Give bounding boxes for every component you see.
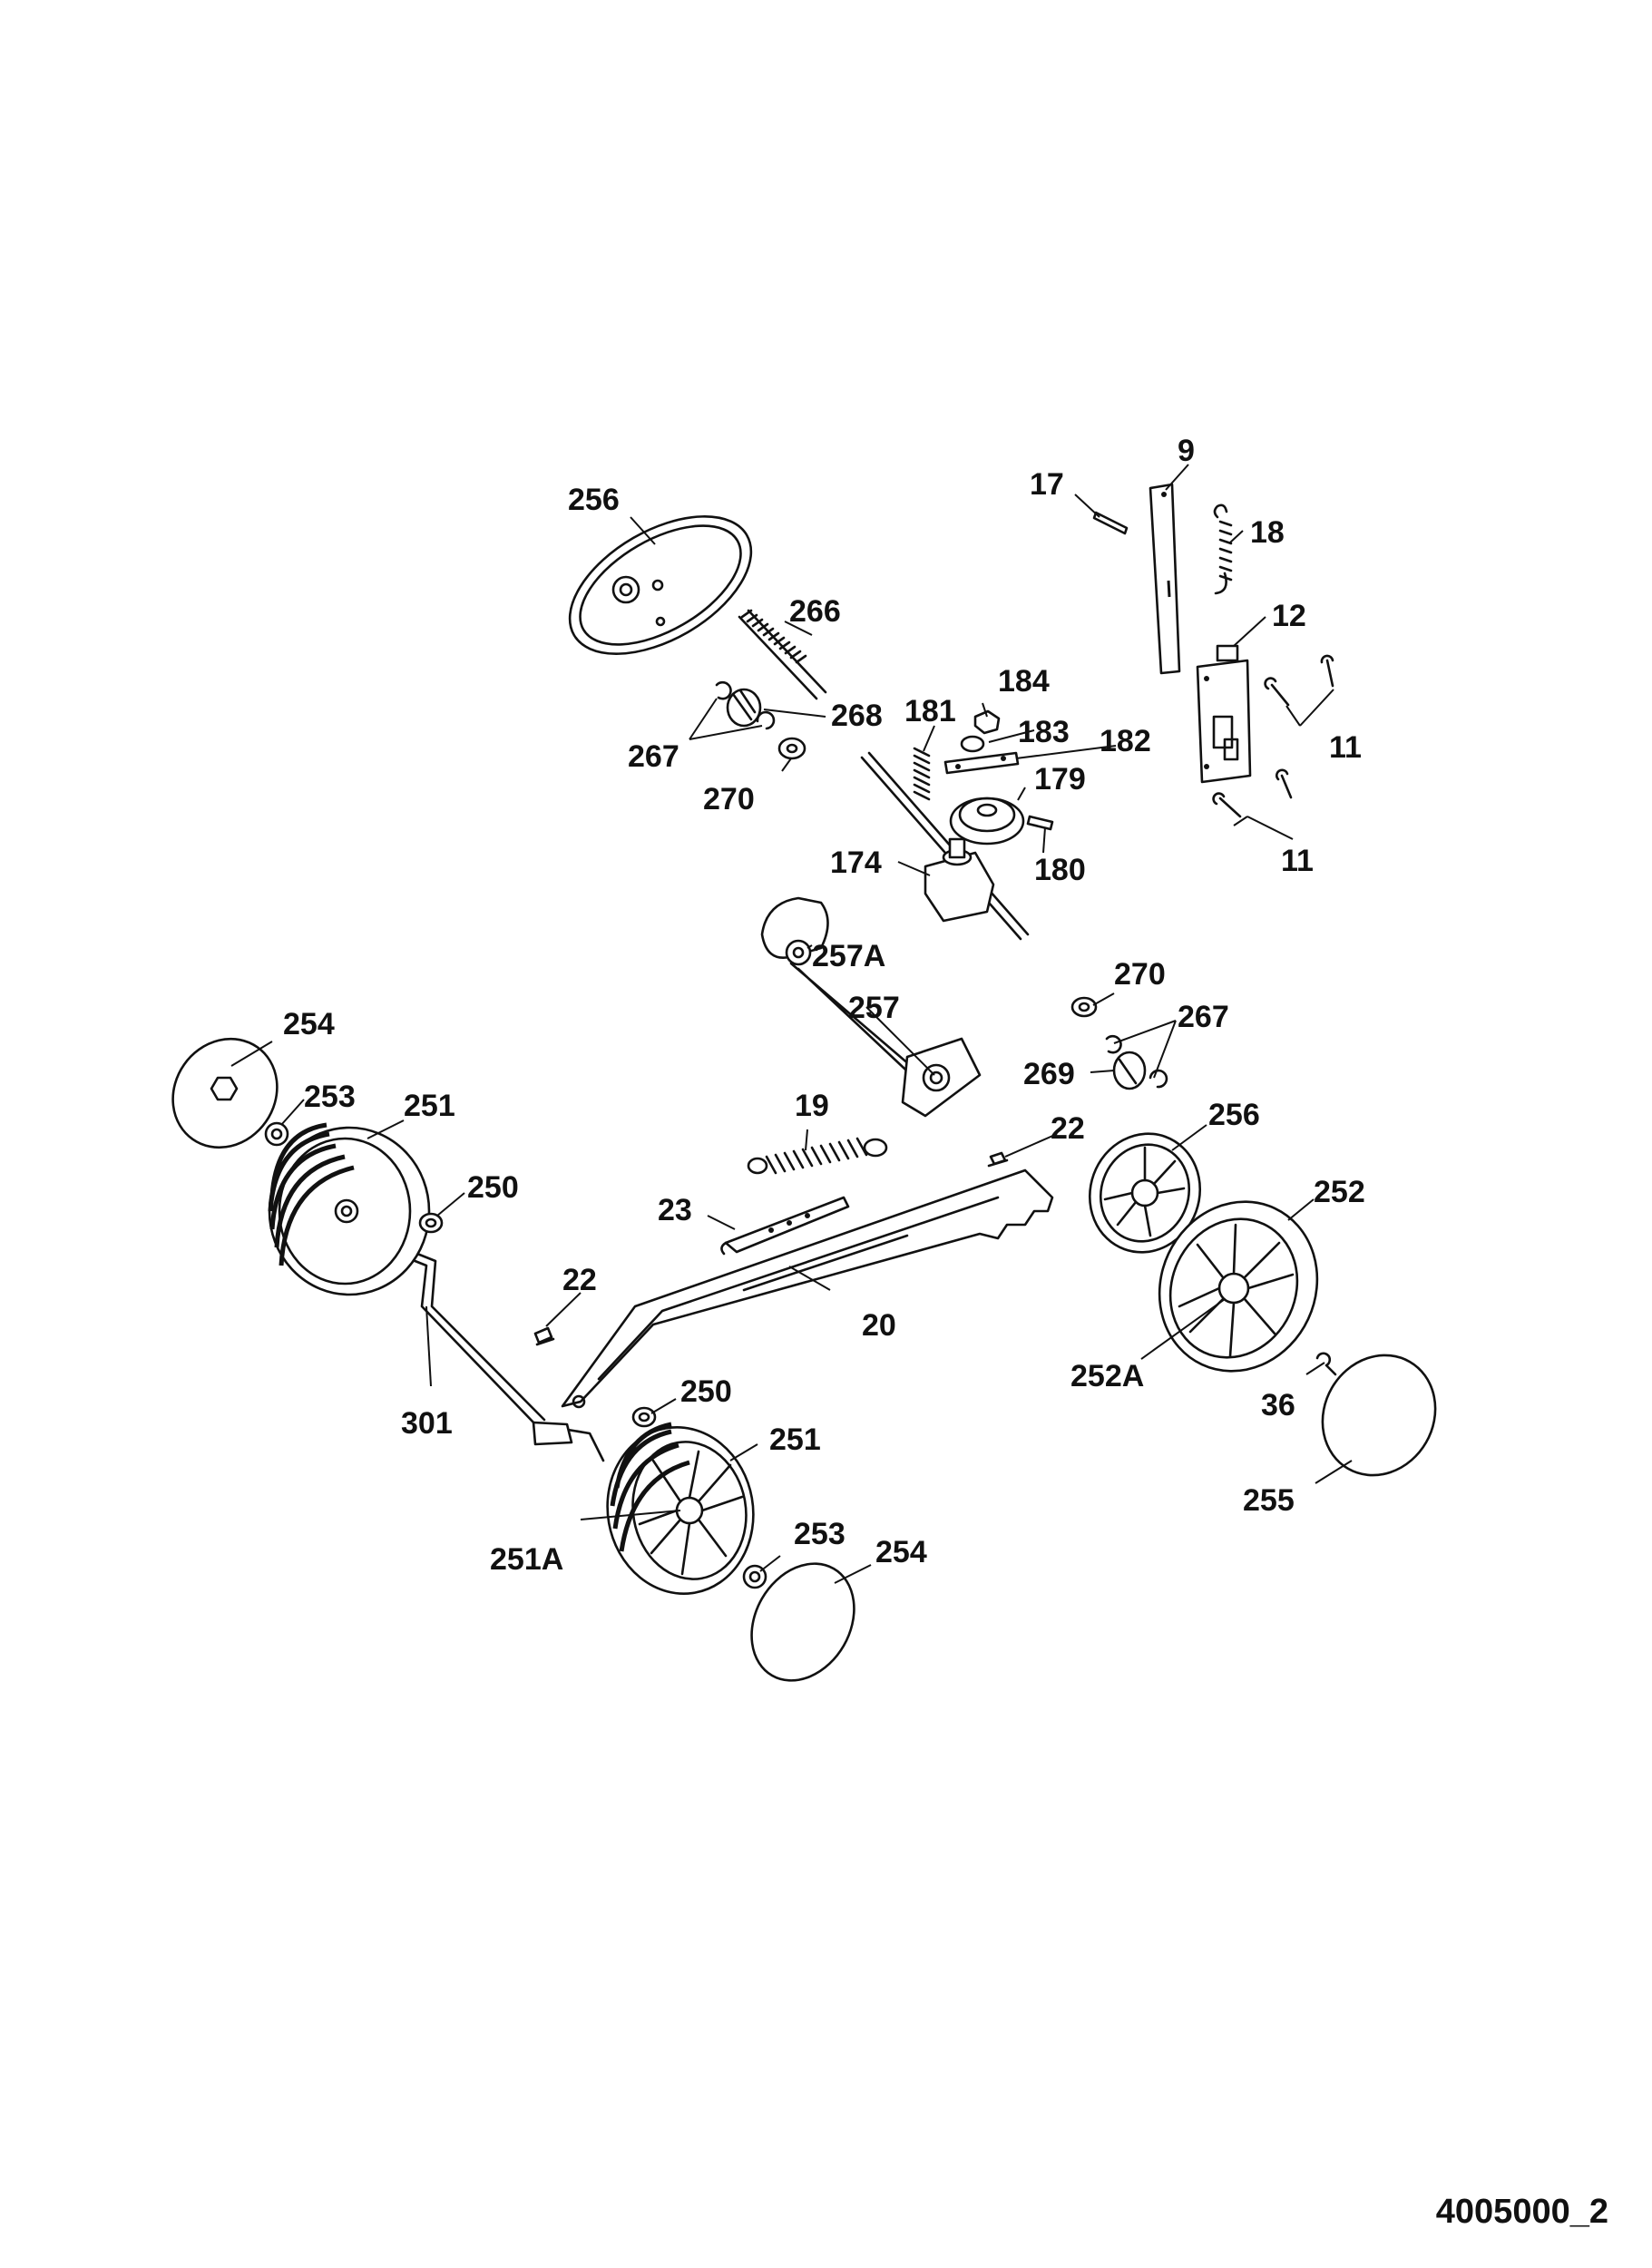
pulley-part — [949, 797, 1025, 846]
handle-bracket-part — [1149, 483, 1181, 675]
label-257A: 257A — [812, 939, 885, 973]
screw-part-36 — [1315, 1352, 1337, 1376]
label-254-bottom: 254 — [875, 1535, 927, 1569]
label-12: 12 — [1272, 599, 1306, 633]
washer-part-left — [418, 1212, 444, 1234]
washer-part-183 — [960, 735, 985, 753]
washer-part — [777, 737, 806, 760]
link-rod-part — [402, 1250, 605, 1462]
spring-part — [1213, 503, 1233, 595]
axle-bar-part — [561, 1168, 1054, 1409]
label-11-upper: 11 — [1329, 730, 1362, 765]
label-253-top: 253 — [304, 1080, 356, 1114]
label-174: 174 — [830, 846, 882, 880]
wheel-part-right — [1158, 1200, 1319, 1373]
label-184: 184 — [998, 664, 1050, 699]
label-18: 18 — [1250, 515, 1285, 550]
label-251A: 251A — [490, 1542, 563, 1577]
label-20: 20 — [862, 1308, 896, 1343]
label-252: 252 — [1314, 1175, 1365, 1209]
wheel-part-left-top — [268, 1122, 431, 1296]
label-22-left: 22 — [562, 1263, 597, 1297]
washer-part-left-bottom — [631, 1406, 657, 1428]
label-250-bottom: 250 — [680, 1374, 732, 1409]
label-254-top: 254 — [283, 1007, 335, 1041]
height-adjuster-part — [760, 896, 982, 1118]
label-256-right: 256 — [1208, 1098, 1260, 1132]
clip-part-lower — [533, 1326, 555, 1346]
label-9: 9 — [1178, 434, 1195, 468]
leader-lines — [230, 464, 1353, 1584]
label-267-right: 267 — [1178, 1000, 1229, 1034]
label-180: 180 — [1034, 853, 1086, 887]
wheel-cover-part — [568, 515, 753, 655]
label-19: 19 — [795, 1089, 829, 1123]
label-183: 183 — [1018, 715, 1070, 749]
label-22-right: 22 — [1051, 1111, 1085, 1146]
label-267-left: 267 — [628, 739, 679, 774]
label-270-right: 270 — [1114, 957, 1166, 992]
spring-part-181 — [913, 747, 931, 801]
label-36: 36 — [1261, 1388, 1295, 1422]
mounting-plate-part — [1196, 644, 1252, 784]
tension-spring-part — [747, 1137, 888, 1175]
drawing-number: 4005000_2 — [1435, 2193, 1608, 2231]
clip-part-upper — [987, 1151, 1009, 1168]
label-17: 17 — [1030, 467, 1064, 502]
bushing-part — [726, 688, 762, 728]
wheel-cover-part-right — [1321, 1354, 1437, 1477]
retaining-clip-part — [715, 680, 776, 730]
label-11-lower: 11 — [1281, 844, 1314, 878]
bushing-part-right — [1112, 1051, 1147, 1090]
label-250-top: 250 — [467, 1170, 519, 1205]
key-part — [1026, 815, 1054, 831]
screw-part-upper — [1264, 654, 1334, 707]
label-179: 179 — [1034, 762, 1086, 797]
pin-part — [1092, 511, 1129, 535]
star-washer-part-left-top — [264, 1121, 289, 1147]
wheel-cover-part-left-bottom — [750, 1562, 855, 1682]
label-269: 269 — [1023, 1057, 1075, 1091]
washer-part-right — [1070, 996, 1098, 1018]
threaded-rod-part — [738, 609, 827, 700]
wheel-part-right-top — [1088, 1132, 1202, 1254]
gearbox-part — [860, 751, 1030, 941]
adjuster-bracket-part — [720, 1196, 850, 1256]
label-251-bottom: 251 — [769, 1422, 821, 1457]
label-252A: 252A — [1070, 1359, 1144, 1393]
label-268: 268 — [831, 699, 883, 733]
nut-part — [973, 709, 1001, 735]
screw-part-lower — [1212, 768, 1293, 818]
label-255: 255 — [1243, 1483, 1295, 1518]
label-253-bottom: 253 — [794, 1517, 846, 1551]
label-266: 266 — [789, 594, 841, 629]
label-182: 182 — [1100, 724, 1151, 758]
label-270-left: 270 — [703, 782, 755, 816]
label-251-top: 251 — [404, 1089, 455, 1123]
label-181: 181 — [904, 694, 956, 728]
part-labels: 9 17 18 12 11 11 256 266 267 268 270 184… — [283, 434, 1365, 1577]
label-256-top: 256 — [568, 483, 620, 517]
label-23: 23 — [658, 1193, 692, 1227]
label-257: 257 — [848, 991, 900, 1025]
lever-plate-part — [943, 751, 1020, 775]
label-301: 301 — [401, 1406, 453, 1441]
wheel-cover-part-left-top — [171, 1037, 279, 1149]
retaining-clip-part-right — [1105, 1034, 1168, 1089]
